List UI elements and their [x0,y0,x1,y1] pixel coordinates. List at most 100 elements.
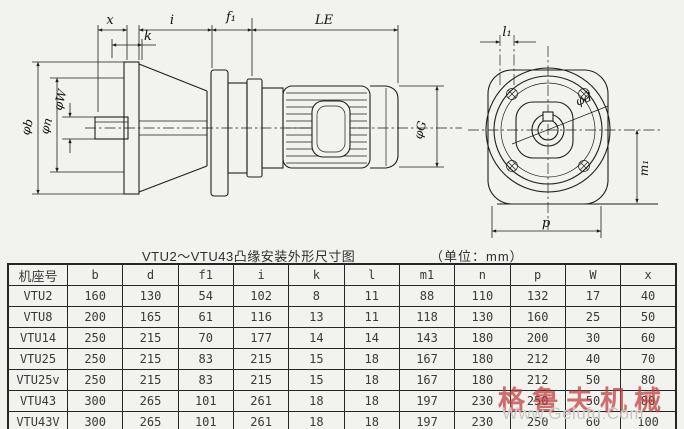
value-cell: 102 [232,285,290,307]
dim-label-i: i [170,13,174,28]
phi-d-dimension: φd [511,90,609,145]
value-cell: 83 [177,369,234,391]
value-cell: 143 [398,327,456,349]
drawing-title: VTU2～VTU43凸缘安装外形尺寸图 [142,249,356,264]
value-cell: 250 [509,390,566,412]
value-cell: 165 [122,306,179,328]
l1-dimension: l₁ [480,25,536,88]
value-cell: 200 [509,327,566,349]
value-cell: 180 [454,369,511,391]
value-cell: 11 [343,306,400,328]
value-cell: 88 [398,285,456,307]
motor-body [282,85,399,169]
value-cell: 250 [66,327,124,349]
value-cell: 300 [66,411,124,429]
value-cell: 212 [509,348,566,370]
value-cell: 265 [122,390,179,412]
value-cell: 100 [620,411,677,429]
value-cell: 13 [288,306,345,328]
value-cell: 130 [122,285,179,307]
front-view: φd l₁ m₁ p [468,25,662,238]
column-header: l [343,263,400,286]
technical-drawing: x k i f₁ LE φb [18,10,662,238]
column-header: p [509,263,566,286]
value-cell: 18 [343,348,400,370]
value-cell: 70 [177,327,234,349]
dim-label-k: k [144,29,152,44]
m1-dimension: m₁ [635,129,651,204]
value-cell: 250 [66,369,124,391]
model-cell: VTU14 [7,327,68,349]
value-cell: 54 [177,285,234,307]
value-cell: 265 [122,411,179,429]
value-cell: 110 [454,285,511,307]
dim-label-m1: m₁ [637,160,651,176]
value-cell: 18 [343,369,400,391]
dim-label-x: x [106,13,114,28]
column-header: x [620,263,677,286]
value-cell: 15 [288,369,345,391]
value-cell: 167 [398,369,456,391]
model-cell: VTU43V [7,411,68,429]
value-cell: 118 [398,306,456,328]
value-cell: 61 [177,306,234,328]
value-cell: 101 [177,390,234,412]
left-dimensions: φb φn φW [18,61,124,195]
value-cell: 18 [288,411,345,429]
value-cell: 18 [288,390,345,412]
value-cell: 50 [564,369,622,391]
bolt-holes [506,88,590,172]
dim-label-phi-g: φG [411,119,429,140]
value-cell: 14 [343,327,400,349]
conical-housing [138,63,208,193]
value-cell: 15 [288,348,345,370]
value-cell: 215 [122,369,179,391]
value-cell: 200 [66,306,124,328]
column-header: d [122,263,179,286]
value-cell: 83 [177,348,234,370]
model-cell: VTU8 [7,306,68,328]
unit-note: （单位：mm） [430,249,524,264]
value-cell: 60 [564,411,622,429]
motor-adapter [210,69,284,197]
value-cell: 180 [454,327,511,349]
column-header: i [232,263,290,286]
column-header: k [288,263,345,286]
value-cell: 215 [122,327,179,349]
value-cell: 197 [398,411,456,429]
value-cell: 261 [232,390,290,412]
value-cell: 132 [509,285,566,307]
value-cell: 250 [66,348,124,370]
output-shaft [94,116,129,140]
value-cell: 160 [509,306,566,328]
side-view: x k i f₁ LE φb [18,10,462,197]
column-header: 机座号 [7,263,68,286]
value-cell: 250 [509,411,566,429]
terminal-box [311,100,351,158]
value-cell: 14 [288,327,345,349]
model-cell: VTU43 [7,390,68,412]
mounting-flange [123,61,140,195]
value-cell: 11 [343,285,400,307]
value-cell: 50 [620,306,677,328]
watermark-brand: 格鲁夫机械 [498,386,668,417]
column-header: m1 [398,263,456,286]
value-cell: 40 [564,348,622,370]
value-cell: 116 [232,306,290,328]
column-header: W [564,263,622,286]
value-cell: 50 [564,390,622,412]
value-cell: 18 [343,411,400,429]
gearbox-profile [515,101,574,159]
value-cell: 215 [232,369,290,391]
dim-label-phi-n: φn [37,116,55,135]
value-cell: 18 [343,390,400,412]
